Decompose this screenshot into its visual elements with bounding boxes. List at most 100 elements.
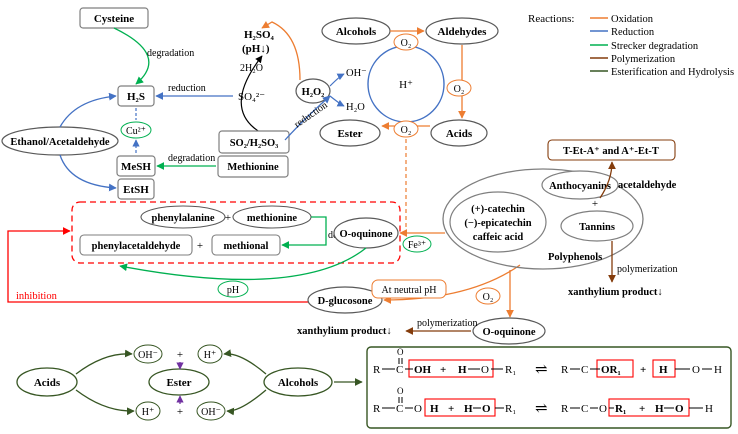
polyphenols-inner-ellipse	[449, 191, 547, 253]
h2o-label: H₂O	[346, 102, 365, 113]
methionine-box	[217, 155, 289, 178]
eq2-arrow: ⇌	[535, 401, 548, 417]
strecker-dashed-box	[71, 201, 401, 264]
plus-polyphenols: +	[592, 198, 598, 210]
ester-plus-2: +	[177, 406, 183, 418]
eq2-c: C	[396, 403, 403, 415]
ethanol-to-etsh-arrow	[59, 154, 117, 192]
aldehydes-label: Aldehydes	[438, 26, 488, 38]
aldehydes-ellipse	[425, 17, 499, 45]
etsh-label: EtSH	[123, 184, 149, 196]
mesh-box	[116, 155, 156, 177]
eq1-r-prod: R	[561, 364, 569, 376]
h-plus-label: H⁺	[399, 79, 413, 91]
o2-label-b: O₂	[454, 84, 465, 95]
plus-strecker-1: +	[225, 212, 231, 224]
strecker-degradation-arrow	[281, 216, 327, 249]
degradation-label-2: degradation	[168, 153, 215, 164]
water-label: 2H₂O	[240, 63, 263, 74]
strecker-section: phenylalanine + methionine degradation p…	[7, 201, 521, 314]
ester-plus-1: +	[177, 349, 183, 361]
ester-section: Acids Alcohols Ester OH⁻ + H⁺ H⁺ + OH⁻	[16, 344, 363, 421]
methional-box	[211, 234, 281, 256]
tannins-label: Tannins	[579, 222, 615, 233]
o2-ellipse-polyphenols	[475, 287, 501, 305]
o2-ellipse-a	[393, 33, 419, 51]
etsh-box	[117, 178, 155, 200]
legend-title: Reactions:	[528, 13, 574, 25]
phenylalanine-label: phenylalanine	[151, 213, 214, 224]
cysteine-label: Cysteine	[94, 13, 134, 25]
methional-label: methional	[224, 241, 269, 252]
h2o2-h2o-arrow	[329, 95, 345, 107]
o2-ellipse-b	[446, 79, 472, 97]
legend: Reactions: Oxidation Reduction Strecker …	[528, 13, 734, 78]
eq1-arrow: ⇌	[535, 362, 548, 378]
eq2-plus-prod: +	[639, 403, 645, 415]
eq2-h-end: H	[705, 403, 713, 415]
caffeic-label: caffeic acid	[473, 232, 524, 243]
o2-label-c: O₂	[401, 125, 412, 136]
neutral-ph-label: At neutral pH	[382, 285, 437, 296]
acids-label: Acids	[446, 128, 473, 140]
eq1-h-prod: H	[659, 364, 668, 376]
ester-alcohols-label: Alcohols	[278, 377, 319, 389]
inhibition-label: inhibition	[16, 291, 58, 302]
h2s-box	[117, 85, 155, 107]
h1-label: H⁺	[204, 350, 217, 361]
eq1-plus: +	[440, 364, 446, 376]
polymerization-label-2: polymerization	[417, 318, 478, 329]
acids-ellipse	[430, 119, 488, 147]
eq2-plus: +	[448, 403, 454, 415]
eq1-plus-prod: +	[640, 364, 646, 376]
so2-to-h2so4-arrow	[240, 55, 264, 135]
polyphenols-label: Polyphenols	[548, 252, 602, 263]
fe-ellipse	[402, 235, 432, 253]
h2s-label: H₂S	[127, 91, 145, 103]
reduction-label-1: reduction	[168, 83, 206, 94]
oquinone2-label: O-oquinone	[482, 327, 535, 338]
so2-to-h2o2-arrow	[284, 95, 331, 141]
xanthylium-label-2: xanthylium product↓	[297, 326, 392, 337]
ethanol-to-h2s-arrow	[59, 92, 117, 128]
eq1-h: H	[458, 364, 467, 376]
cysteine-degradation-arrow	[113, 27, 150, 85]
eq1-o-top: O	[397, 347, 404, 357]
plus-strecker-2: +	[197, 240, 203, 252]
ethanol-label: Ethanol/Acetaldehyde	[10, 137, 110, 148]
polyphenols-outer-ellipse	[442, 168, 644, 270]
so4-label: SO₄²⁻	[238, 91, 265, 103]
eq2-h2: H	[464, 403, 473, 415]
acids-to-oh-arrow	[75, 349, 133, 375]
polyphenols-section: (+)-catechin (−)-epicatechin caffeic aci…	[297, 139, 678, 345]
phenylacetaldehyde-box	[79, 234, 193, 256]
h2o2-oh-arrow	[329, 73, 345, 87]
degradation-label-1: degradation	[147, 48, 194, 59]
h1-ellipse	[197, 344, 223, 364]
anthocyanins-label: Anthocyanins	[549, 181, 611, 192]
ester-ellipse	[319, 119, 381, 147]
so2-label: SO₂/H₂SO₃	[230, 138, 279, 149]
alcohols-to-h-arrow	[223, 349, 267, 375]
equations-box: R C O OH + H O R₁ ⇌ R C OR₁ + H O H R C …	[366, 346, 732, 429]
legend-label-oxidation: Oxidation	[611, 14, 654, 25]
cu-label: Cu²⁺	[126, 126, 146, 137]
oh2-ellipse	[196, 401, 226, 421]
ph-label: pH	[227, 285, 239, 296]
oquinone-label: O-oquinone	[339, 229, 392, 240]
polyphenol-to-dglucosone-arrow	[383, 264, 521, 304]
ester-alcohols-ellipse	[263, 367, 333, 397]
dglucosone-label: D-glucosone	[318, 296, 373, 307]
eq2-c-prod: C	[581, 403, 588, 415]
eq1-o: O	[481, 364, 489, 376]
eq1-oh: OH	[414, 364, 432, 376]
eq2-r1-prod: R₁	[615, 403, 626, 415]
tet-label: T-Et-A⁺ and A⁺-Et-T	[563, 146, 659, 157]
oh-label: OH⁻	[346, 68, 367, 79]
eq1-h-end: H	[714, 364, 722, 376]
oh1-ellipse	[133, 344, 163, 364]
ester-label: Ester	[337, 128, 362, 140]
eq1-r: R	[373, 364, 381, 376]
oh1-label: OH⁻	[138, 350, 158, 361]
